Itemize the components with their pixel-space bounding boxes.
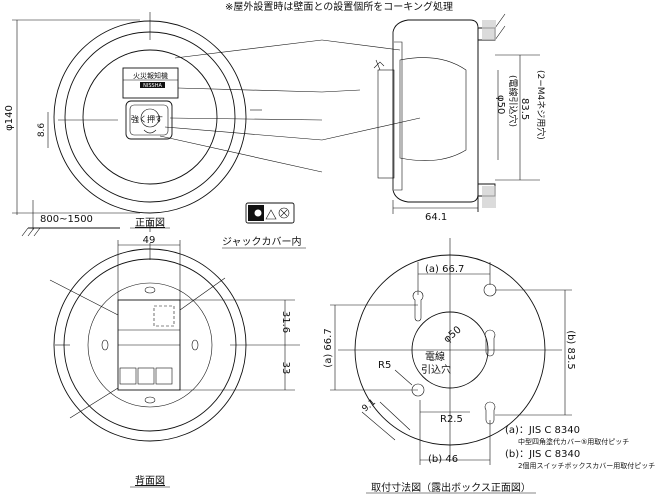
side-cover-plate [377, 69, 395, 179]
dim-mount-91: 9.1 [361, 397, 378, 414]
dim-front-offset: 8.6 [37, 123, 47, 138]
legend-a-line: (a)：JIS C 8340 [505, 425, 580, 436]
terminal-screw-1 [119, 367, 137, 385]
side-view: φ50 (電線引込穴) 83.5 (2−M4ネジ用穴) 64.1 [321, 13, 547, 223]
side-hook-icon [373, 61, 385, 69]
button-text-right: 押す [147, 114, 163, 124]
keyhole-b-mid [484, 329, 496, 357]
mount-hole-label-1: 電線 [425, 350, 445, 363]
dim-back-width: 49 [143, 235, 156, 246]
terminal-screw-2 [137, 367, 155, 385]
dim-side-pitch: 83.5 [519, 98, 530, 120]
dim-side-hole: φ50 [495, 95, 506, 114]
keyhole-a-bottom [411, 383, 425, 397]
back-mount-hole-left [101, 339, 109, 351]
jack-cover-box [245, 202, 295, 224]
label-title: 火災報知機 [133, 71, 168, 80]
push-button-frame [125, 100, 173, 140]
jack-hole-icon [253, 208, 263, 218]
dim-mount-r25: R2.5 [440, 414, 463, 425]
front-view-caption: 正面図 [135, 217, 165, 229]
back-face-ring [87, 282, 213, 408]
button-center-icon [140, 108, 160, 128]
front-face-ring [82, 49, 218, 185]
front-view: 火災報知機 NISSHA 強く 押す φ140 8.6 800~1500 [4, 12, 323, 237]
side-housing [392, 19, 479, 203]
back-view-caption: 背面図 [135, 474, 165, 487]
jack-cover-caption: ジャックカバー内 [222, 235, 302, 248]
triangle-icon [265, 209, 277, 220]
legend-b-line: (b)：JIS C 8340 [505, 449, 580, 460]
button-arc-icon [143, 129, 157, 134]
dim-front-height: 800~1500 [40, 214, 93, 225]
screw-icon [278, 207, 290, 219]
dim-mount-a-top: (a) 66.7 [425, 264, 464, 275]
label-brand: NISSHA [143, 83, 162, 89]
dim-mount-hole: φ50 [442, 324, 464, 345]
mount-view-caption: 取付寸法図（露出ボックス正面図） [371, 481, 531, 494]
dim-back-lower: 33 [280, 362, 291, 375]
back-dashed-slot [153, 305, 175, 327]
keyhole-b-top [483, 283, 497, 297]
mount-hole-label-2: 引込穴 [421, 363, 451, 376]
leader-3 [169, 117, 323, 121]
leader-5 [159, 135, 323, 173]
keyhole-a-top [412, 290, 424, 322]
keyhole-b-bottom [484, 401, 496, 425]
push-button [129, 104, 169, 136]
dim-mount-r5: R5 [378, 360, 391, 371]
side-inner-body [399, 57, 467, 161]
back-mount-hole-right [191, 339, 199, 351]
dim-mount-b-bottom: (b) 46 [428, 454, 458, 465]
dim-front-diameter: φ140 [4, 105, 15, 131]
legend-b-desc: 2個用スイッチボックスカバー用取付ピッチ [518, 461, 655, 470]
dim-mount-b-right: (b) 83.5 [565, 330, 576, 370]
leader-2 [177, 87, 323, 93]
legend: (a)：JIS C 8340 中型四角塗代カバー⑤用取付ピッチ (b)：JIS … [505, 425, 655, 470]
mount-view: φ50 電線 引込穴 (a) 66.7 (a) 66.7 (b) 83.5 (b… [323, 238, 576, 494]
leader-4 [164, 126, 323, 141]
dim-side-depth: 64.1 [425, 212, 447, 223]
leader-1 [174, 39, 323, 59]
dim-mount-a-left: (a) 66.7 [323, 328, 334, 367]
terminal-screw-3 [155, 367, 173, 385]
dim-side-hole-note: (電線引込穴) [507, 75, 519, 127]
dim-back-upper: 31.6 [280, 311, 291, 333]
header-note: ※屋外設置時は壁面との設置個所をコーキング処理 [225, 0, 453, 13]
brand-plate [140, 82, 165, 88]
dim-side-screw: (2−M4ネジ用穴) [535, 70, 547, 140]
legend-a-desc: 中型四角塗代カバー⑤用取付ピッチ [518, 437, 629, 446]
warning-label [122, 67, 179, 99]
button-text-left: 強く [131, 114, 147, 124]
jack-cover-view: ジャックカバー内 [222, 202, 306, 249]
back-view: 49 31.6 33 背面図 [49, 235, 300, 488]
